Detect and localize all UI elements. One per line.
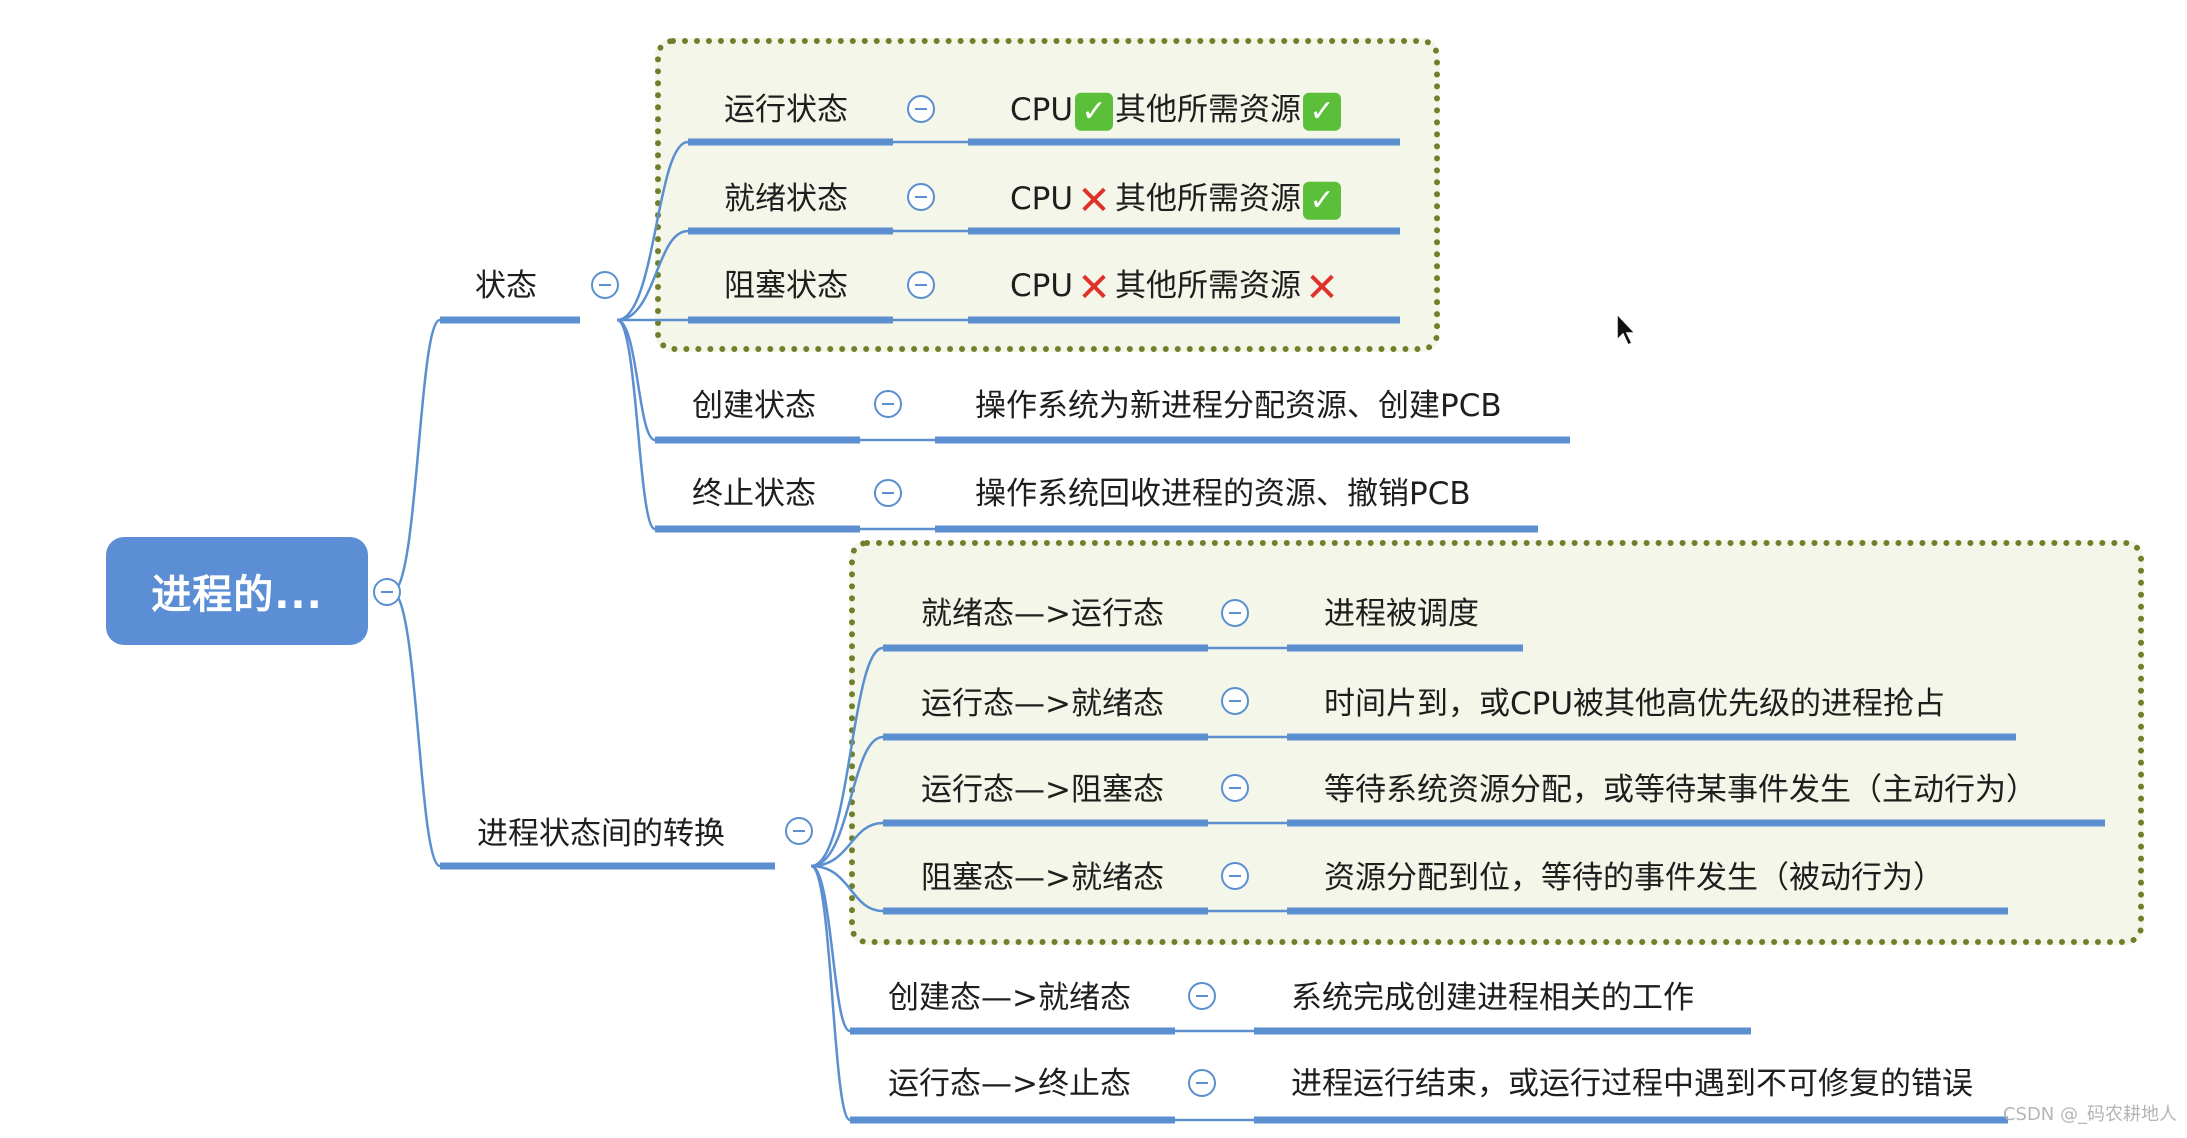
check-icon: ✓ — [1303, 92, 1342, 131]
state-ready-label[interactable]: 就绪状态 — [724, 181, 848, 217]
transition-connector-0 — [810, 646, 884, 868]
transition-running-blocked-label[interactable]: 运行态—>阻塞态 — [921, 772, 1164, 808]
state-terminate-collapse-icon[interactable] — [874, 479, 902, 507]
state-create-label[interactable]: 创建状态 — [692, 388, 816, 424]
root-node-label: 进程的... — [151, 572, 323, 618]
state-blocked-label[interactable]: 阻塞状态 — [724, 268, 848, 304]
transition-running-ready-desc[interactable]: 时间片到，或CPU被其他高优先级的进程抢占 — [1324, 686, 1946, 722]
transition-blocked-ready-desc[interactable]: 资源分配到位，等待的事件发生（被动行为） — [1324, 860, 1944, 896]
cpu-text: CPU — [1010, 267, 1074, 304]
root-to-states-connector — [391, 318, 441, 594]
transition-blocked-ready-label[interactable]: 阻塞态—>就绪态 — [921, 860, 1164, 896]
transition-create-ready-label[interactable]: 创建态—>就绪态 — [888, 980, 1131, 1016]
transition-connector-1 — [810, 735, 884, 868]
transition-connector-3 — [810, 864, 884, 913]
watermark: CSDN @_码农耕地人 — [2002, 1104, 2177, 1125]
transition-create-ready-desc[interactable]: 系统完成创建进程相关的工作 — [1291, 980, 1694, 1016]
transitions-branch-label[interactable]: 进程状态间的转换 — [477, 816, 725, 852]
transition-running-terminate-label[interactable]: 运行态—>终止态 — [888, 1066, 1131, 1102]
transition-running-ready-label[interactable]: 运行态—>就绪态 — [921, 686, 1164, 722]
transition-ready-running-collapse-icon[interactable] — [1221, 599, 1249, 627]
resources-text: 其他所需资源 — [1115, 180, 1302, 217]
resources-text: 其他所需资源 — [1115, 267, 1302, 304]
state-terminate-label[interactable]: 终止状态 — [692, 476, 816, 512]
transition-connector-4 — [810, 864, 851, 1033]
cross-icon: ✕ — [1077, 264, 1111, 311]
state-connector-1 — [616, 229, 689, 322]
state-running-collapse-icon[interactable] — [907, 95, 935, 123]
transition-ready-running-label[interactable]: 就绪态—>运行态 — [921, 596, 1164, 632]
resources-text: 其他所需资源 — [1115, 91, 1302, 128]
transition-running-terminate-desc[interactable]: 进程运行结束，或运行过程中遇到不可修复的错误 — [1291, 1066, 1973, 1102]
check-icon: ✓ — [1075, 92, 1114, 131]
transition-running-terminate-collapse-icon[interactable] — [1188, 1069, 1216, 1097]
state-ready-requirements[interactable]: CPU✕其他所需资源✓ — [1010, 179, 1343, 220]
states-collapse-icon[interactable] — [591, 271, 619, 299]
cpu-text: CPU — [1010, 91, 1074, 128]
state-create-desc[interactable]: 操作系统为新进程分配资源、创建PCB — [975, 388, 1502, 424]
transition-ready-running-desc[interactable]: 进程被调度 — [1324, 596, 1479, 632]
state-terminate-desc[interactable]: 操作系统回收进程的资源、撤销PCB — [975, 476, 1471, 512]
transition-running-blocked-desc[interactable]: 等待系统资源分配，或等待某事件发生（主动行为） — [1324, 772, 2037, 808]
state-running-label[interactable]: 运行状态 — [724, 92, 848, 128]
state-running-requirements[interactable]: CPU✓其他所需资源✓ — [1010, 90, 1343, 131]
states-branch-label[interactable]: 状态 — [475, 268, 537, 304]
cross-icon: ✕ — [1305, 264, 1339, 311]
transition-connector-5 — [810, 864, 852, 1122]
cross-icon: ✕ — [1077, 177, 1111, 224]
state-connector-0 — [616, 140, 689, 322]
state-blocked-requirements[interactable]: CPU✕其他所需资源✕ — [1010, 266, 1343, 307]
transition-blocked-ready-collapse-icon[interactable] — [1221, 862, 1249, 890]
root-collapse-icon[interactable] — [373, 578, 401, 606]
state-blocked-collapse-icon[interactable] — [907, 271, 935, 299]
state-connector-4 — [616, 318, 657, 531]
state-ready-collapse-icon[interactable] — [907, 183, 935, 211]
check-icon: ✓ — [1303, 181, 1342, 220]
state-create-collapse-icon[interactable] — [874, 390, 902, 418]
transition-connector-2 — [810, 821, 884, 868]
root-node[interactable]: 进程的... — [106, 537, 368, 645]
transition-group-highlight — [849, 540, 2144, 945]
mouse-cursor-icon — [1616, 312, 1637, 347]
transition-running-blocked-collapse-icon[interactable] — [1221, 774, 1249, 802]
state-connector-3 — [616, 318, 656, 442]
transition-running-ready-collapse-icon[interactable] — [1221, 687, 1249, 715]
transition-create-ready-collapse-icon[interactable] — [1188, 982, 1216, 1010]
cpu-text: CPU — [1010, 180, 1074, 217]
transitions-collapse-icon[interactable] — [785, 817, 813, 845]
root-to-transitions-connector — [391, 590, 441, 868]
